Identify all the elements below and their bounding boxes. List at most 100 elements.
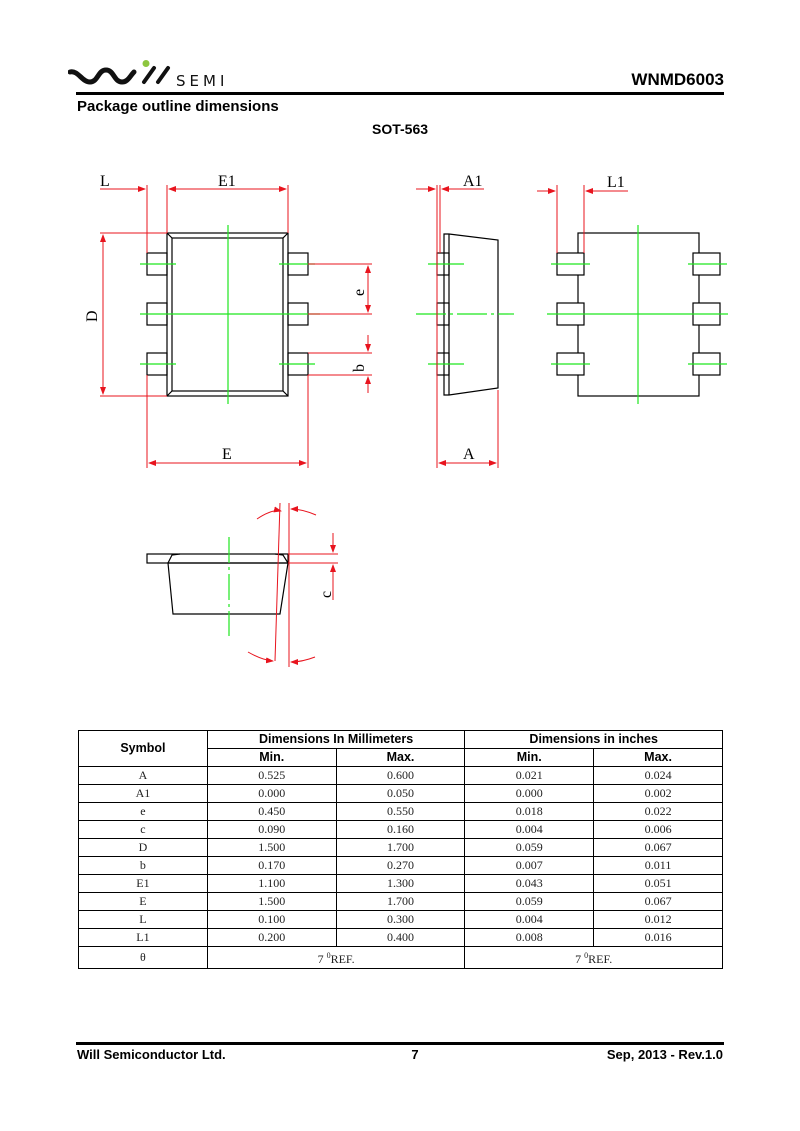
dim-label-D: D [84,310,101,322]
cell-in-max: 0.006 [593,820,723,839]
cell-in-min: 0.021 [464,766,595,785]
table-header-row-2: Min. Max. Min. Max. [79,748,723,767]
theta-in-degree: 0 [584,951,589,960]
detail-view [146,553,289,615]
dim-label-c: c [318,591,335,598]
cell-symbol: D [78,838,208,857]
cell-symbol: E [78,892,208,911]
header-symbol: Symbol [78,730,208,767]
cell-in-min: 0.059 [464,892,595,911]
dim-label-A1: A1 [463,173,483,190]
cell-theta-mm: 7 0REF. [206,946,466,969]
footer-date-revision: Sep, 2013 - Rev.1.0 [606,1047,723,1062]
header-in-min: Min. [464,748,595,767]
cell-mm-max: 0.050 [335,784,466,803]
logo-slash-2 [156,66,170,84]
header-divider [76,92,724,95]
cell-symbol: E1 [78,874,208,893]
package-outline-drawing: L E1 D e b E A1 A [84,173,728,667]
cell-symbol: b [78,856,208,875]
theta-mm-degree: 0 [326,951,331,960]
cell-mm-max: 0.160 [335,820,466,839]
cell-mm-min: 0.200 [206,928,337,947]
cell-mm-min: 1.500 [206,838,337,857]
cell-symbol-theta: θ [78,946,208,969]
cell-symbol: A [78,766,208,785]
cell-in-max: 0.011 [593,856,723,875]
cell-mm-max: 1.700 [335,892,466,911]
cell-mm-min: 1.500 [206,892,337,911]
cell-mm-min: 0.100 [206,910,337,929]
dim-label-E: E [222,446,232,463]
cell-mm-max: 0.550 [335,802,466,821]
header-in-max: Max. [593,748,723,767]
dim-label-L: L [100,173,110,190]
theta-in-ref: REF. [588,952,613,966]
header-mm-group: Dimensions In Millimeters [206,730,466,749]
bottom-view-dimensions [537,185,628,253]
theta-mm-value: 7 [317,952,324,966]
cell-in-max: 0.022 [593,802,723,821]
cell-symbol: A1 [78,784,208,803]
part-number: WNMD6003 [631,70,724,89]
dim-label-e: e [351,289,368,296]
cell-symbol: L1 [78,928,208,947]
cell-theta-in: 7 0REF. [464,946,723,969]
bottom-view [556,232,721,397]
logo-green-dot [142,60,150,67]
cell-in-max: 0.067 [593,838,723,857]
footer-company: Will Semiconductor Ltd. [77,1047,226,1062]
cell-in-max: 0.024 [593,766,723,785]
header-mm-max: Max. [335,748,466,767]
cell-in-min: 0.004 [464,910,595,929]
theta-in-value: 7 [575,952,582,966]
detail-body [167,562,289,615]
section-title: Package outline dimensions [77,98,279,115]
side-view-centerlines [416,263,514,365]
will-semi-logo [68,60,170,85]
cell-in-min: 0.004 [464,820,595,839]
dim-label-L1: L1 [607,174,625,191]
theta-mm-ref: REF. [330,952,355,966]
cell-in-max: 0.012 [593,910,723,929]
cell-mm-min: 0.000 [206,784,337,803]
package-name: SOT-563 [371,121,429,137]
cell-mm-max: 0.300 [335,910,466,929]
cell-mm-min: 0.450 [206,802,337,821]
dimensions-table: Symbol Dimensions In Millimeters Dimensi… [78,730,723,969]
table-row-theta: θ 7 0REF. 7 0REF. [78,946,723,969]
cell-in-max: 0.067 [593,892,723,911]
footer-divider [76,1042,724,1045]
top-view-centerlines [140,225,320,404]
logo-text: SEMI [176,72,229,90]
cell-in-min: 0.008 [464,928,595,947]
cell-in-min: 0.043 [464,874,595,893]
cell-in-min: 0.018 [464,802,595,821]
cell-mm-max: 0.600 [335,766,466,785]
bottom-view-centerlines [547,225,728,404]
cell-mm-min: 0.170 [206,856,337,875]
cell-mm-max: 1.700 [335,838,466,857]
table-header-row-1: Symbol Dimensions In Millimeters Dimensi… [78,730,723,767]
dim-label-A: A [463,446,475,463]
cell-in-min: 0.059 [464,838,595,857]
cell-in-max: 0.051 [593,874,723,893]
header-mm-min: Min. [206,748,337,767]
cell-mm-min: 1.100 [206,874,337,893]
logo-slash-1 [142,66,156,84]
cell-mm-max: 0.400 [335,928,466,947]
cell-mm-min: 0.090 [206,820,337,839]
cell-in-min: 0.007 [464,856,595,875]
side-view-dimensions [416,185,499,468]
cell-in-max: 0.002 [593,784,723,803]
cell-symbol: c [78,820,208,839]
cell-in-max: 0.016 [593,928,723,947]
